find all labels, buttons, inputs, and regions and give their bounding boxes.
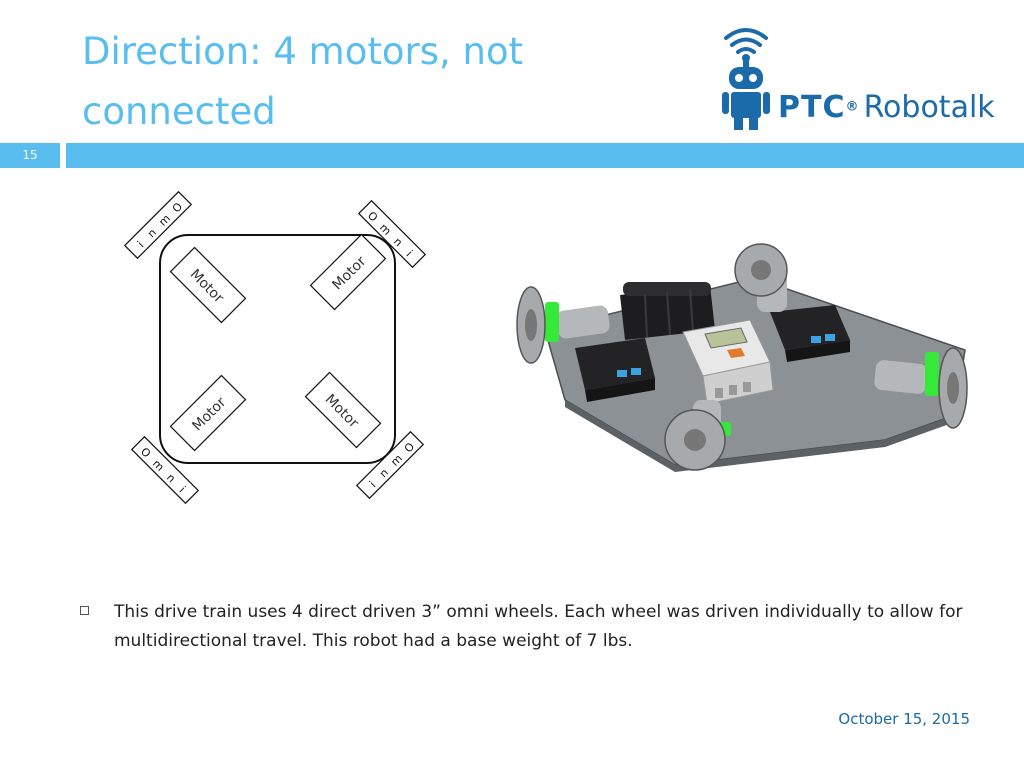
motor-controller	[575, 338, 655, 402]
wheel-glyph: i	[367, 479, 378, 490]
motor-bottom-left: Motor	[169, 374, 247, 452]
omni-wheel-top	[734, 243, 788, 312]
omni-wheel-top-left: i n m O	[123, 190, 193, 260]
footer-date: October 15, 2015	[838, 710, 970, 728]
omni-wheel-bottom	[664, 400, 731, 471]
ptc-robotalk-logo: PTC® Robotalk	[720, 22, 1010, 134]
robot-render-image	[516, 243, 968, 472]
base-plate-edge	[565, 400, 955, 472]
omni-wheel-top-right: O m n i	[357, 199, 427, 269]
nxt-brick	[682, 319, 774, 405]
header-bar	[66, 143, 1024, 168]
logo-wordmark: PTC® Robotalk	[778, 90, 995, 125]
wheel-glyph: i	[177, 484, 188, 495]
robot-mascot-icon	[722, 28, 770, 130]
bullet-text: This drive train uses 4 direct driven 3”…	[114, 602, 963, 651]
slide-title-line-2: connected	[82, 90, 276, 133]
slide-title: Direction: 4 motors, not connected	[82, 22, 682, 142]
omni-wheel-right	[874, 347, 968, 429]
battery-pack	[620, 282, 715, 340]
motor-top-right: Motor	[309, 233, 387, 311]
bullet-square-icon	[80, 606, 89, 615]
wheel-glyph: i	[135, 239, 146, 250]
logo-brand: PTC	[778, 90, 846, 125]
motor-layout-diagram: Motor i n m O Motor O m n i Motor O m n …	[123, 190, 427, 505]
chassis-outline	[159, 234, 396, 464]
omni-wheel-bottom-right: i n m O	[355, 430, 425, 500]
motor-bottom-right: Motor	[304, 371, 382, 449]
logo-registered-mark: ®	[845, 99, 859, 115]
logo-product: Robotalk	[863, 90, 995, 125]
omni-wheel-bottom-left: O m n i	[130, 435, 200, 505]
slide-number: 15	[0, 143, 60, 168]
motor-top-left: Motor	[169, 246, 247, 324]
wheel-glyph: i	[404, 248, 415, 259]
slide-title-line-1: Direction: 4 motors, not	[82, 30, 524, 73]
omni-wheel-left	[516, 286, 610, 364]
motor-controller	[770, 305, 850, 362]
